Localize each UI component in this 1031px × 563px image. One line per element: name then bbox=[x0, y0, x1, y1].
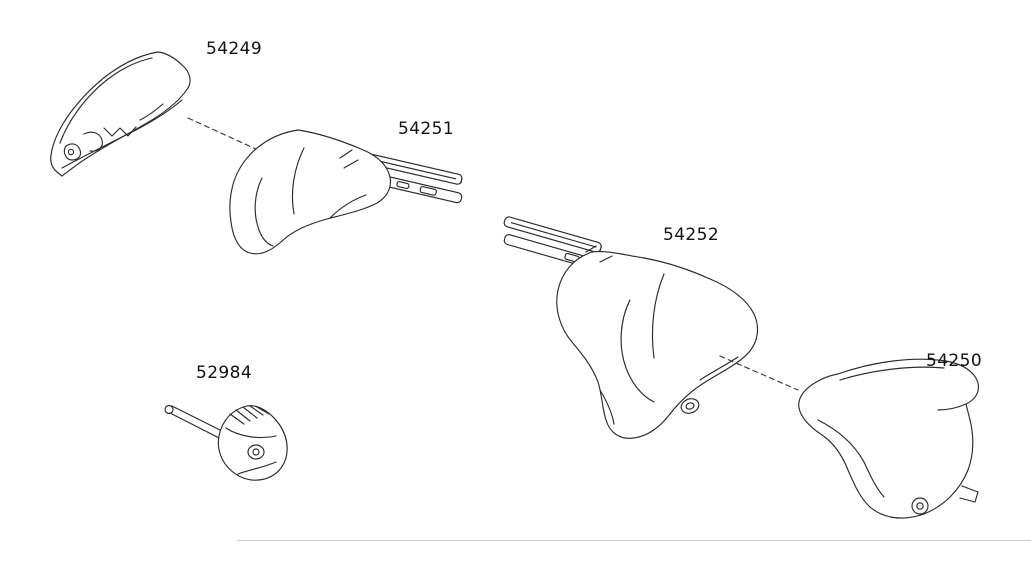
bottom-rule bbox=[237, 540, 1031, 541]
part-label-54250: 54250 bbox=[926, 351, 983, 371]
part-52984-drawing bbox=[164, 404, 288, 481]
part-label-54251: 54251 bbox=[398, 119, 455, 139]
part-label-54252: 54252 bbox=[663, 225, 720, 245]
connector-54252-54250 bbox=[719, 355, 799, 391]
part-54252-drawing bbox=[503, 216, 759, 439]
part-54251-drawing bbox=[229, 129, 463, 255]
connector-54249-54251 bbox=[187, 117, 259, 151]
part-54250-drawing bbox=[798, 358, 980, 519]
part-label-54249: 54249 bbox=[206, 39, 263, 59]
part-label-52984: 52984 bbox=[196, 363, 253, 383]
diagram-linework bbox=[50, 51, 980, 519]
part-54249-drawing bbox=[50, 51, 191, 177]
